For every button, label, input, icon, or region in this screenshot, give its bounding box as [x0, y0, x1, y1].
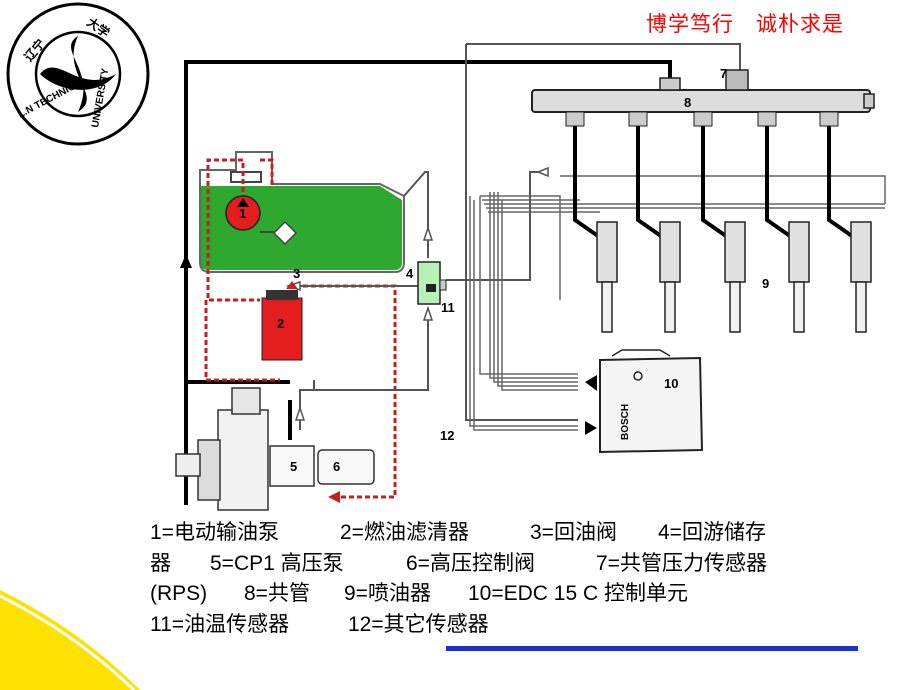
injector	[819, 111, 872, 333]
legend-item-7-cont: (RPS)	[150, 582, 208, 605]
legend-line-1: 1=电动输油泵 2=燃油滤清器 3=回油阀 4=回游储存	[150, 518, 830, 549]
cp1-high-pressure-pump	[175, 387, 315, 511]
legend-item-8: 8=共管	[244, 582, 310, 605]
corner-decoration	[0, 590, 140, 690]
injectors	[565, 111, 872, 333]
legend-line-4: 11=油温传感器 12=其它传感器	[150, 610, 830, 641]
electric-feed-pump	[225, 195, 261, 231]
pump-strainer	[260, 220, 298, 246]
legend-item-12: 12=其它传感器	[348, 612, 489, 636]
label-5: 5	[290, 459, 297, 474]
legend-item-1: 1=电动输油泵	[150, 521, 279, 544]
return-reservoir	[417, 261, 447, 305]
injector	[628, 111, 681, 333]
label-4: 4	[406, 266, 414, 281]
flow-arrow-up	[180, 254, 192, 268]
label-7: 7	[720, 66, 727, 81]
label-1: 1	[239, 206, 246, 221]
high-pressure-supply-line	[184, 60, 672, 505]
legend-item-3: 3=回油阀	[530, 521, 617, 544]
legend-item-6: 6=高压控制阀	[406, 551, 535, 575]
injector	[757, 111, 810, 333]
legend-line-3: (RPS) 8=共管 9=喷油器 10=EDC 15 C 控制单元	[150, 579, 830, 610]
common-rail	[531, 69, 875, 113]
ecu-output-arrow	[585, 421, 597, 435]
label-6: 6	[333, 459, 340, 474]
legend-item-5: 5=CP1 高压泵	[210, 551, 344, 575]
component-legend: 1=电动输油泵 2=燃油滤清器 3=回油阀 4=回游储存 器 5=CP1 高压泵 6=高压…	[150, 518, 830, 640]
injector	[693, 111, 746, 333]
label-9: 9	[762, 276, 769, 291]
legend-item-10: 10=EDC 15 C 控制单元	[468, 582, 688, 605]
label-11: 11	[441, 300, 455, 315]
fuel-filter	[261, 281, 303, 361]
ecu-brand-label: BOSCH	[620, 404, 631, 440]
ecu-input-arrow	[585, 375, 597, 391]
label-8: 8	[684, 95, 691, 110]
legend-item-4-cont: 器	[150, 551, 171, 575]
edc15c-control-unit: BOSCH	[599, 349, 704, 454]
label-12: 12	[440, 428, 454, 443]
injector-wiring	[469, 175, 886, 431]
injector	[565, 111, 618, 333]
high-pressure-control-valve	[317, 449, 375, 485]
legend-item-11: 11=油温传感器	[150, 612, 290, 636]
legend-item-9: 9=喷油器	[344, 582, 431, 605]
legend-item-4: 4=回游储存	[658, 521, 766, 544]
motto: 博学笃行 诚朴求是	[646, 12, 844, 36]
legend-line-2: 器 5=CP1 高压泵 6=高压控制阀 7=共管压力传感器	[150, 549, 830, 580]
legend-item-2: 2=燃油滤清器	[340, 521, 469, 544]
label-3: 3	[293, 266, 300, 281]
label-2: 2	[277, 316, 284, 331]
label-10: 10	[664, 376, 678, 391]
decorative-underline	[446, 646, 858, 651]
university-logo: 辽宁 大学 L.N TECHNICAL UNIVERSITY	[6, 2, 150, 146]
legend-item-7: 7=共管压力传感器	[596, 551, 767, 575]
